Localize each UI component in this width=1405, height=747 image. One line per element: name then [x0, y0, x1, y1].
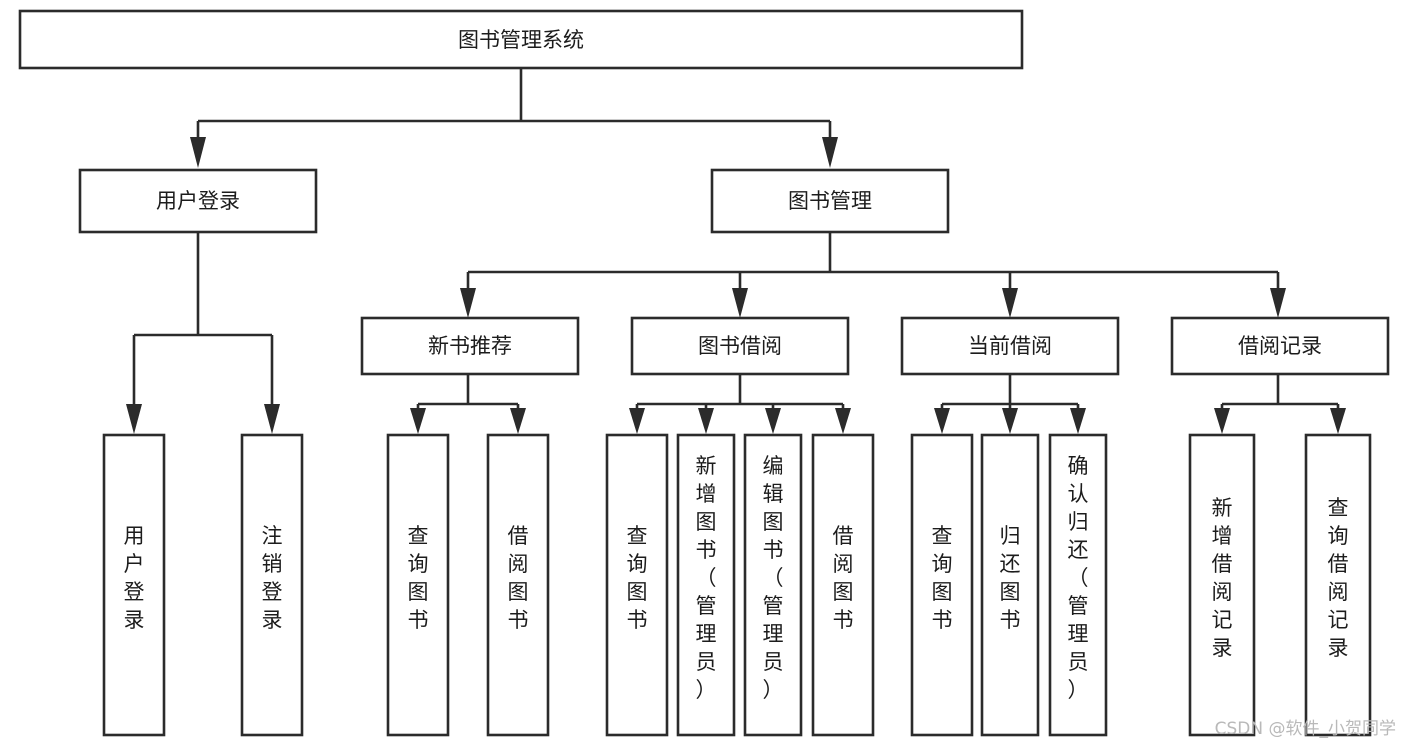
arrow-head-leaf-add-record	[1214, 408, 1230, 434]
leaf-add-record-label: 新增借阅记录	[1212, 496, 1233, 660]
leaf-query-book-3-box[interactable]	[910, 433, 974, 737]
leaf-query-book-3-label: 查询图书	[932, 524, 953, 632]
node-current-borrow-label: 当前借阅	[968, 334, 1052, 358]
leaf-query-book-2-label: 查询图书	[627, 524, 648, 632]
leaf-return-book[interactable]: 归还图书	[980, 433, 1040, 737]
arrow-head-book-borrow	[732, 288, 748, 318]
node-current-borrow[interactable]: 当前借阅	[900, 316, 1120, 376]
arrow-head-leaf-user-login	[126, 404, 142, 434]
arrow-head-leaf-borrow-book-2	[835, 408, 851, 434]
node-root-label: 图书管理系统	[458, 28, 584, 52]
node-borrow-record-box[interactable]	[1170, 316, 1390, 376]
leaf-query-book-1-label: 查询图书	[408, 524, 429, 632]
leaf-borrow-book-2-label: 借阅图书	[833, 524, 854, 632]
leaf-add-book-label: 新增图书（管理员）	[696, 454, 717, 702]
leaf-borrow-book-2[interactable]: 借阅图书	[811, 433, 875, 737]
leaf-logout-login-label: 注销登录	[262, 524, 283, 632]
arrow-head-leaf-query-book-1	[410, 408, 426, 434]
arrow-head-leaf-query-book-2	[629, 408, 645, 434]
edges-current-borrow-to-leaves	[934, 374, 1086, 434]
edges-book-manage-to-level3	[460, 232, 1286, 318]
arrow-head-leaf-borrow-book-1	[510, 408, 526, 434]
arrow-head-book-manage	[822, 137, 838, 168]
leaf-borrow-book-1-label: 借阅图书	[508, 524, 529, 632]
node-book-borrow-label: 图书借阅	[698, 334, 782, 358]
edges-user-login-to-leaves	[126, 232, 280, 434]
node-user-login-box[interactable]	[78, 168, 318, 234]
leaf-borrow-book-1-box[interactable]	[486, 433, 550, 737]
leaf-confirm-return-label: 确认归还（管理员）	[1068, 454, 1089, 702]
edges-borrow-record-to-leaves	[1214, 374, 1346, 434]
arrow-head-leaf-query-book-3	[934, 408, 950, 434]
leaf-logout-login-box[interactable]	[240, 433, 304, 737]
arrow-head-leaf-edit-book	[765, 408, 781, 434]
node-book-borrow-box[interactable]	[630, 316, 850, 376]
leaf-query-record-label: 查询借阅记录	[1328, 496, 1349, 660]
node-new-book-recommend-box[interactable]	[360, 316, 580, 376]
leaf-query-book-1[interactable]: 查询图书	[386, 433, 450, 737]
edges-new-book-recommend-to-leaves	[410, 374, 526, 434]
leaf-edit-book[interactable]: 编辑图书（管理员）	[743, 433, 803, 737]
node-book-manage-label: 图书管理	[788, 189, 872, 213]
arrow-head-new-book-recommend	[460, 288, 476, 318]
watermark-label: CSDN @软件_小贺同学	[1215, 719, 1396, 739]
leaf-logout-login[interactable]: 注销登录	[240, 433, 304, 737]
node-user-login-label: 用户登录	[156, 189, 240, 213]
leaf-query-record[interactable]: 查询借阅记录	[1304, 433, 1372, 737]
arrow-head-user-login	[190, 137, 206, 168]
node-borrow-record[interactable]: 借阅记录	[1170, 316, 1390, 376]
node-book-manage[interactable]: 图书管理	[710, 168, 950, 234]
node-current-borrow-box[interactable]	[900, 316, 1120, 376]
arrow-head-leaf-return-book	[1002, 408, 1018, 434]
leaf-query-book-3[interactable]: 查询图书	[910, 433, 974, 737]
leaf-user-login-box[interactable]	[102, 433, 166, 737]
edges-book-borrow-to-leaves	[629, 374, 851, 434]
arrow-head-leaf-confirm-return	[1070, 408, 1086, 434]
node-root[interactable]: 图书管理系统	[18, 9, 1024, 70]
node-new-book-recommend[interactable]: 新书推荐	[360, 316, 580, 376]
leaf-add-book[interactable]: 新增图书（管理员）	[676, 433, 736, 737]
leaf-confirm-return[interactable]: 确认归还（管理员）	[1048, 433, 1108, 737]
leaf-query-record-box[interactable]	[1304, 433, 1372, 737]
arrow-head-leaf-query-record	[1330, 408, 1346, 434]
leaf-edit-book-label: 编辑图书（管理员）	[763, 454, 784, 702]
arrow-head-current-borrow	[1002, 288, 1018, 318]
node-book-borrow[interactable]: 图书借阅	[630, 316, 850, 376]
leaf-edit-book-box[interactable]	[743, 433, 803, 737]
edges-root-to-level2	[190, 68, 838, 168]
node-new-book-recommend-label: 新书推荐	[428, 334, 512, 358]
leaf-return-book-label: 归还图书	[1000, 524, 1021, 632]
node-user-login[interactable]: 用户登录	[78, 168, 318, 234]
leaf-borrow-book-1[interactable]: 借阅图书	[486, 433, 550, 737]
leaf-query-book-2-box[interactable]	[605, 433, 669, 737]
leaf-add-book-box[interactable]	[676, 433, 736, 737]
leaf-add-record-box[interactable]	[1188, 433, 1256, 737]
leaf-add-record[interactable]: 新增借阅记录	[1188, 433, 1256, 737]
leaf-query-book-1-box[interactable]	[386, 433, 450, 737]
leaf-borrow-book-2-box[interactable]	[811, 433, 875, 737]
leaf-confirm-return-box[interactable]	[1048, 433, 1108, 737]
node-borrow-record-label: 借阅记录	[1238, 334, 1322, 358]
node-root-box[interactable]	[18, 9, 1024, 70]
leaf-return-book-box[interactable]	[980, 433, 1040, 737]
leaf-user-login-label: 用户登录	[124, 524, 145, 632]
arrow-head-borrow-record	[1270, 288, 1286, 318]
leaf-user-login[interactable]: 用户登录	[102, 433, 166, 737]
leaf-query-book-2[interactable]: 查询图书	[605, 433, 669, 737]
arrow-head-leaf-logout-login	[264, 404, 280, 434]
arrow-head-leaf-add-book	[698, 408, 714, 434]
node-book-manage-box[interactable]	[710, 168, 950, 234]
